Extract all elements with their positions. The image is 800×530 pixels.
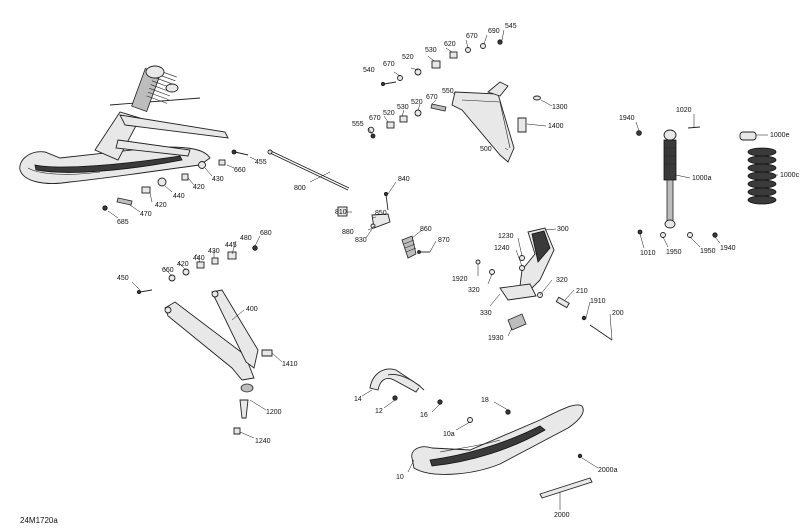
callout-2000: 2000 [554, 512, 570, 519]
callout-210: 210 [576, 288, 588, 295]
steering-parts [337, 191, 430, 259]
callout-620: 620 [444, 41, 456, 48]
callout-670: 670 [383, 61, 395, 68]
spindle-assembly [475, 227, 613, 341]
callout-550: 550 [442, 88, 454, 95]
callout-10a: 10a [443, 431, 455, 438]
callout-430: 430 [208, 248, 220, 255]
callout-430: 430 [212, 176, 224, 183]
callout-1910: 1910 [590, 298, 606, 305]
callout-1950: 1950 [700, 248, 716, 255]
callout-870: 870 [438, 237, 450, 244]
figure-code: 24M1720a [20, 516, 58, 525]
callout-440: 440 [173, 193, 185, 200]
callout-1300: 1300 [552, 104, 568, 111]
callout-14: 14 [354, 396, 362, 403]
callout-670: 670 [426, 94, 438, 101]
callout-800: 800 [294, 185, 306, 192]
callout-1930: 1930 [488, 335, 504, 342]
left-hardware [102, 149, 249, 211]
callout-850: 850 [375, 210, 387, 217]
callout-450: 450 [117, 275, 129, 282]
callout-1000e: 1000e [770, 132, 790, 139]
callout-1240: 1240 [255, 438, 271, 445]
callout-1000a: 1000a [692, 175, 712, 182]
callout-520: 520 [411, 99, 423, 106]
tie-rod [267, 149, 350, 191]
callout-labels: 455 660 430 420 440 420 470 685 800 545 … [20, 23, 800, 525]
callout-830: 830 [355, 237, 367, 244]
callout-1000c: 1000c [780, 172, 800, 179]
callout-660: 660 [234, 167, 246, 174]
callout-540: 540 [363, 67, 375, 74]
callout-400: 400 [246, 306, 258, 313]
callout-670: 670 [369, 115, 381, 122]
callout-330: 330 [480, 310, 492, 317]
ski-assembly [369, 368, 593, 499]
callout-1240: 1240 [494, 245, 510, 252]
callout-840: 840 [398, 176, 410, 183]
callout-880: 880 [342, 229, 354, 236]
upper-a-arm-assembly [367, 39, 541, 163]
callout-685: 685 [117, 219, 129, 226]
callout-12: 12 [375, 408, 383, 415]
leader-lines [107, 29, 778, 510]
callout-420: 420 [193, 184, 205, 191]
callout-530: 530 [397, 104, 409, 111]
callout-520: 520 [402, 54, 414, 61]
coil-spring [739, 131, 777, 205]
callout-420: 420 [155, 202, 167, 209]
callout-320: 320 [556, 277, 568, 284]
callout-1940: 1940 [619, 115, 635, 122]
callout-1950: 1950 [666, 249, 682, 256]
callout-300: 300 [557, 226, 569, 233]
callout-555: 555 [352, 121, 364, 128]
callout-500: 500 [480, 146, 492, 153]
callout-10: 10 [396, 474, 404, 481]
callout-660: 660 [162, 267, 174, 274]
shock-absorber [636, 126, 718, 238]
callout-810: 810 [335, 209, 347, 216]
callout-1230: 1230 [498, 233, 514, 240]
callout-16: 16 [420, 412, 428, 419]
callout-2000a: 2000a [598, 467, 618, 474]
callout-1020: 1020 [676, 107, 692, 114]
callout-670: 670 [466, 33, 478, 40]
callout-320: 320 [468, 287, 480, 294]
callout-455: 455 [255, 159, 267, 166]
callout-445: 445 [225, 242, 237, 249]
callout-545: 545 [505, 23, 517, 30]
callout-440: 440 [193, 255, 205, 262]
callout-1010: 1010 [640, 250, 656, 257]
callout-420: 420 [177, 261, 189, 268]
callout-480: 480 [240, 235, 252, 242]
callout-470: 470 [140, 211, 152, 218]
callout-1200: 1200 [266, 409, 282, 416]
callout-860: 860 [420, 226, 432, 233]
callout-1410: 1410 [282, 361, 298, 368]
callout-1920: 1920 [452, 276, 468, 283]
callout-200: 200 [612, 310, 624, 317]
callout-530: 530 [425, 47, 437, 54]
lower-a-arm-assembly [136, 245, 273, 435]
front-suspension-assembly [19, 65, 229, 184]
callout-680: 680 [260, 230, 272, 237]
callout-1940: 1940 [720, 245, 736, 252]
callout-1400: 1400 [548, 123, 564, 130]
callout-520: 520 [383, 110, 395, 117]
callout-690: 690 [488, 28, 500, 35]
callout-18: 18 [481, 397, 489, 404]
